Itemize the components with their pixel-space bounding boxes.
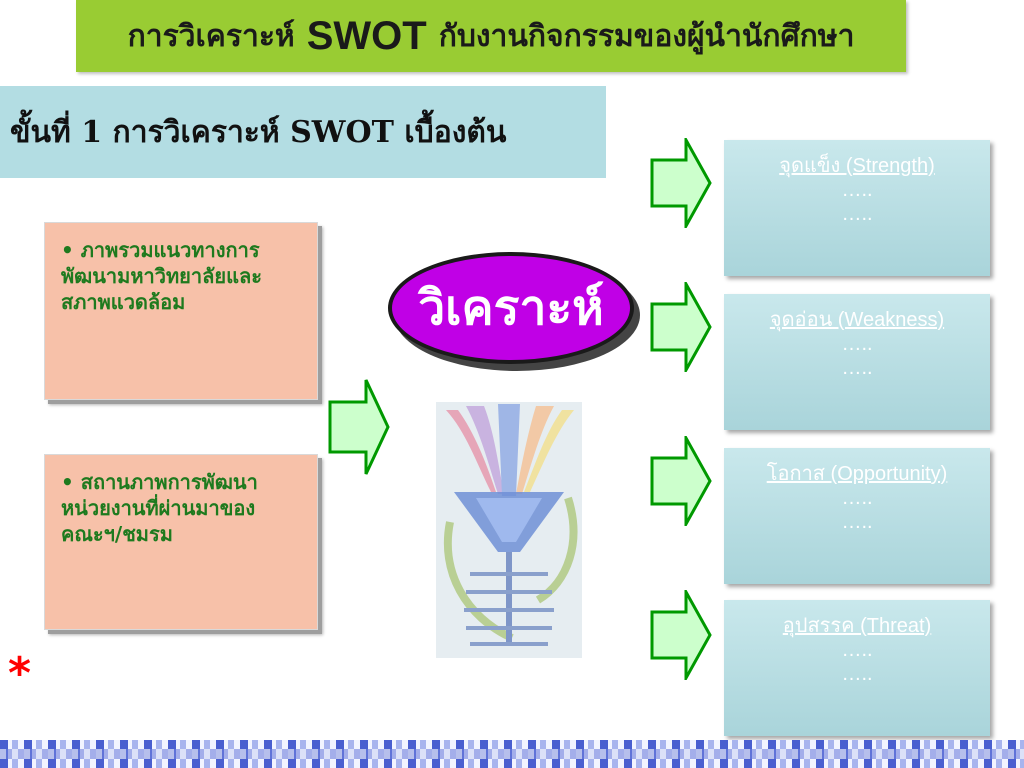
- asterisk-marker: *: [8, 648, 32, 699]
- input-box-text: • สถานภาพการพัฒนาหน่วยงานที่ผ่านมาของคณะ…: [61, 470, 258, 546]
- title-part-thai-1: การวิเคราะห์: [127, 18, 295, 54]
- analyze-oval: วิเคราะห์: [388, 252, 634, 364]
- swot-placeholder-line: …..: [841, 663, 873, 685]
- slide-title: การวิเคราะห์ SWOT กับงานกิจกรรมของผู้นำน…: [76, 0, 906, 72]
- analyze-label: วิเคราะห์: [418, 280, 604, 336]
- input-box-unit-status: • สถานภาพการพัฒนาหน่วยงานที่ผ่านมาของคณะ…: [44, 454, 318, 630]
- step-heading-text: ขั้นที่ 1 การวิเคราะห์ SWOT เบื้องต้น: [10, 114, 507, 150]
- title-part-thai-2: กับงานกิจกรรมของผู้นำนักศึกษา: [438, 18, 855, 54]
- input-box-university-overview: • ภาพรวมแนวทางการพัฒนามหาวิทยาลัยและสภาพ…: [44, 222, 318, 400]
- swot-heading-threat: อุปสรรค (Threat): [782, 615, 932, 637]
- right-arrow-icon: [650, 138, 712, 228]
- step-heading: ขั้นที่ 1 การวิเคราะห์ SWOT เบื้องต้น: [0, 86, 606, 178]
- input-box-text: • ภาพรวมแนวทางการพัฒนามหาวิทยาลัยและสภาพ…: [61, 238, 262, 314]
- right-arrow-icon: [650, 590, 712, 680]
- swot-placeholder-line: …..: [841, 203, 873, 225]
- swot-box-weakness: จุดอ่อน (Weakness) ….. …..: [724, 294, 990, 430]
- swot-placeholder-line: …..: [841, 179, 873, 201]
- swot-placeholder-line: …..: [841, 639, 873, 661]
- swot-heading-opportunity: โอกาส (Opportunity): [766, 463, 948, 485]
- swot-placeholder-line: …..: [841, 511, 873, 533]
- right-arrow-icon: [650, 436, 712, 526]
- swot-heading-weakness: จุดอ่อน (Weakness): [769, 309, 945, 331]
- swot-box-strength: จุดแข็ง (Strength) ….. …..: [724, 140, 990, 276]
- swot-heading-strength: จุดแข็ง (Strength): [779, 155, 935, 177]
- title-part-swot: SWOT: [306, 13, 427, 58]
- right-arrow-icon: [328, 379, 390, 475]
- swot-box-opportunity: โอกาส (Opportunity) ….. …..: [724, 448, 990, 584]
- swot-placeholder-line: …..: [841, 487, 873, 509]
- swot-placeholder-line: …..: [841, 357, 873, 379]
- decorative-footer-strip: [0, 740, 1024, 768]
- swot-placeholder-line: …..: [841, 333, 873, 355]
- right-arrow-icon: [650, 282, 712, 372]
- funnel-diagram-image: [436, 402, 582, 658]
- swot-box-threat: อุปสรรค (Threat) ….. …..: [724, 600, 990, 736]
